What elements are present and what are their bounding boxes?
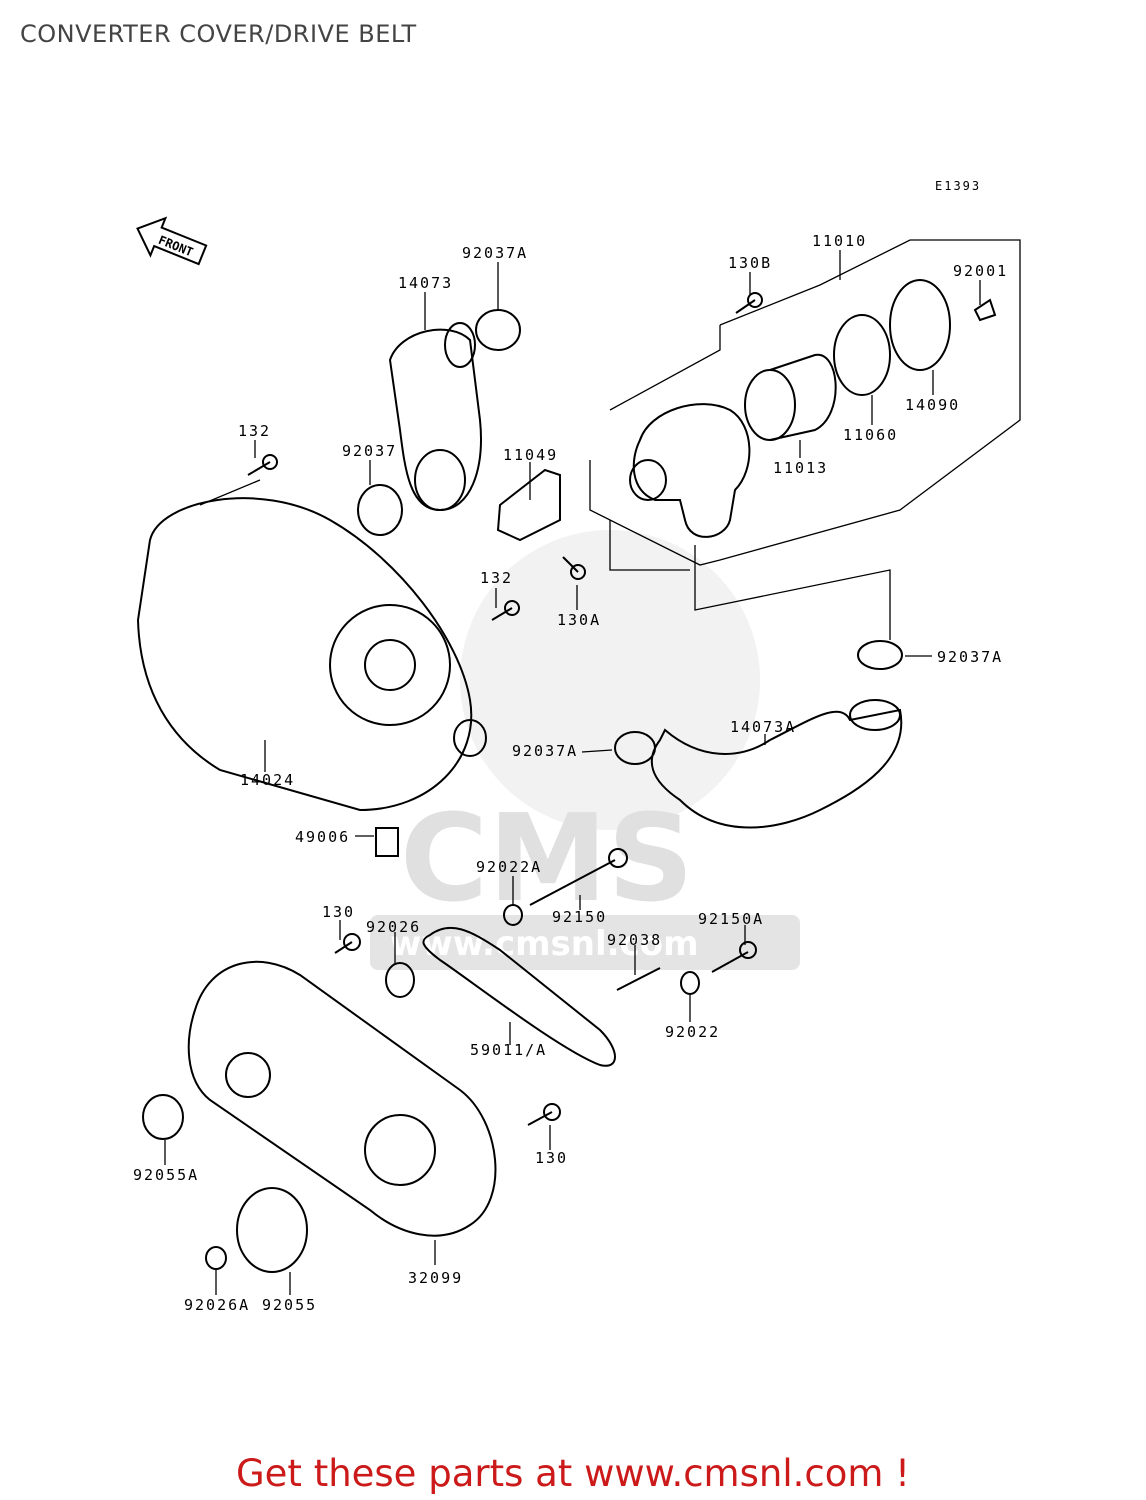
label-92038: 92038 (607, 931, 662, 949)
footer-cta-link[interactable]: Get these parts at www.cmsnl.com ! (235, 1452, 910, 1495)
label-132-mid: 132 (480, 569, 513, 587)
label-130-top: 130 (322, 903, 355, 921)
label-92037A-top: 92037A (462, 244, 528, 262)
cover-14024 (136, 479, 487, 812)
label-92037A-mid: 92037A (512, 742, 578, 760)
label-92022A: 92022A (476, 858, 542, 876)
clamp-92037A-right (857, 640, 903, 670)
label-32099: 32099 (408, 1269, 463, 1287)
label-130-bottom: 130 (535, 1149, 568, 1167)
wingnut-92001 (973, 298, 997, 322)
bolt-132-top (247, 454, 278, 476)
label-14090: 14090 (905, 396, 960, 414)
label-92150: 92150 (552, 908, 607, 926)
label-92055A: 92055A (133, 1166, 199, 1184)
label-14073A: 14073A (730, 718, 796, 736)
label-11060: 11060 (843, 426, 898, 444)
label-59011A: 59011/A (470, 1041, 547, 1059)
front-arrow-icon: FRONT (136, 216, 208, 266)
bracket-11049 (496, 468, 561, 542)
label-92026: 92026 (366, 918, 421, 936)
label-14024: 14024 (240, 771, 295, 789)
label-92022: 92022 (665, 1023, 720, 1041)
svg-text:CMS: CMS (400, 790, 694, 929)
watermark-logo: CMS www.cmsnl.com (370, 530, 800, 970)
cover-32099 (187, 960, 497, 1237)
label-49006: 49006 (295, 828, 350, 846)
label-130A: 130A (557, 611, 601, 629)
bolt-130-bottom (527, 1103, 561, 1126)
oring-92055A (142, 1094, 184, 1140)
label-11013: 11013 (773, 459, 828, 477)
label-92037A-right: 92037A (937, 648, 1003, 666)
label-92037: 92037 (342, 442, 397, 460)
bolt-130-top (334, 933, 361, 954)
label-11049: 11049 (503, 446, 558, 464)
belt-59011A (422, 926, 616, 1067)
seal-11060 (833, 314, 891, 396)
label-92055: 92055 (262, 1296, 317, 1314)
filter-11013 (744, 353, 837, 441)
pin-92038 (616, 967, 661, 991)
bolt-92150A (711, 941, 757, 973)
seal-92026 (385, 962, 415, 998)
leader-lines (164, 250, 981, 1295)
hose-14073A (650, 708, 903, 829)
label-11010: 11010 (812, 232, 867, 250)
label-14073: 14073 (398, 274, 453, 292)
duct-14073 (388, 322, 482, 512)
washer-92022 (680, 971, 700, 995)
ref-code: E1393 (935, 179, 981, 193)
hose-end-14073A (849, 699, 901, 731)
label-130B: 130B (728, 254, 772, 272)
label-92026A: 92026A (184, 1296, 250, 1314)
bolt-130A (562, 556, 586, 580)
label-92150A: 92150A (698, 910, 764, 928)
clamp-92037A-top (475, 309, 521, 351)
drain-49006 (375, 827, 399, 857)
page-title: CONVERTER COVER/DRIVE BELT (20, 20, 417, 48)
seal-92026A (205, 1246, 227, 1270)
bolt-130B (735, 292, 763, 314)
cap-14090 (889, 279, 951, 371)
bolt-132-mid (491, 600, 520, 621)
bolt-92150 (529, 848, 628, 906)
oring-92055 (236, 1187, 308, 1273)
label-92001: 92001 (953, 262, 1008, 280)
airbox-11010 (589, 239, 1021, 640)
clamp-92037 (357, 484, 403, 536)
label-132-top: 132 (238, 422, 271, 440)
watermark-text: www.cmsnl.com (390, 924, 699, 964)
